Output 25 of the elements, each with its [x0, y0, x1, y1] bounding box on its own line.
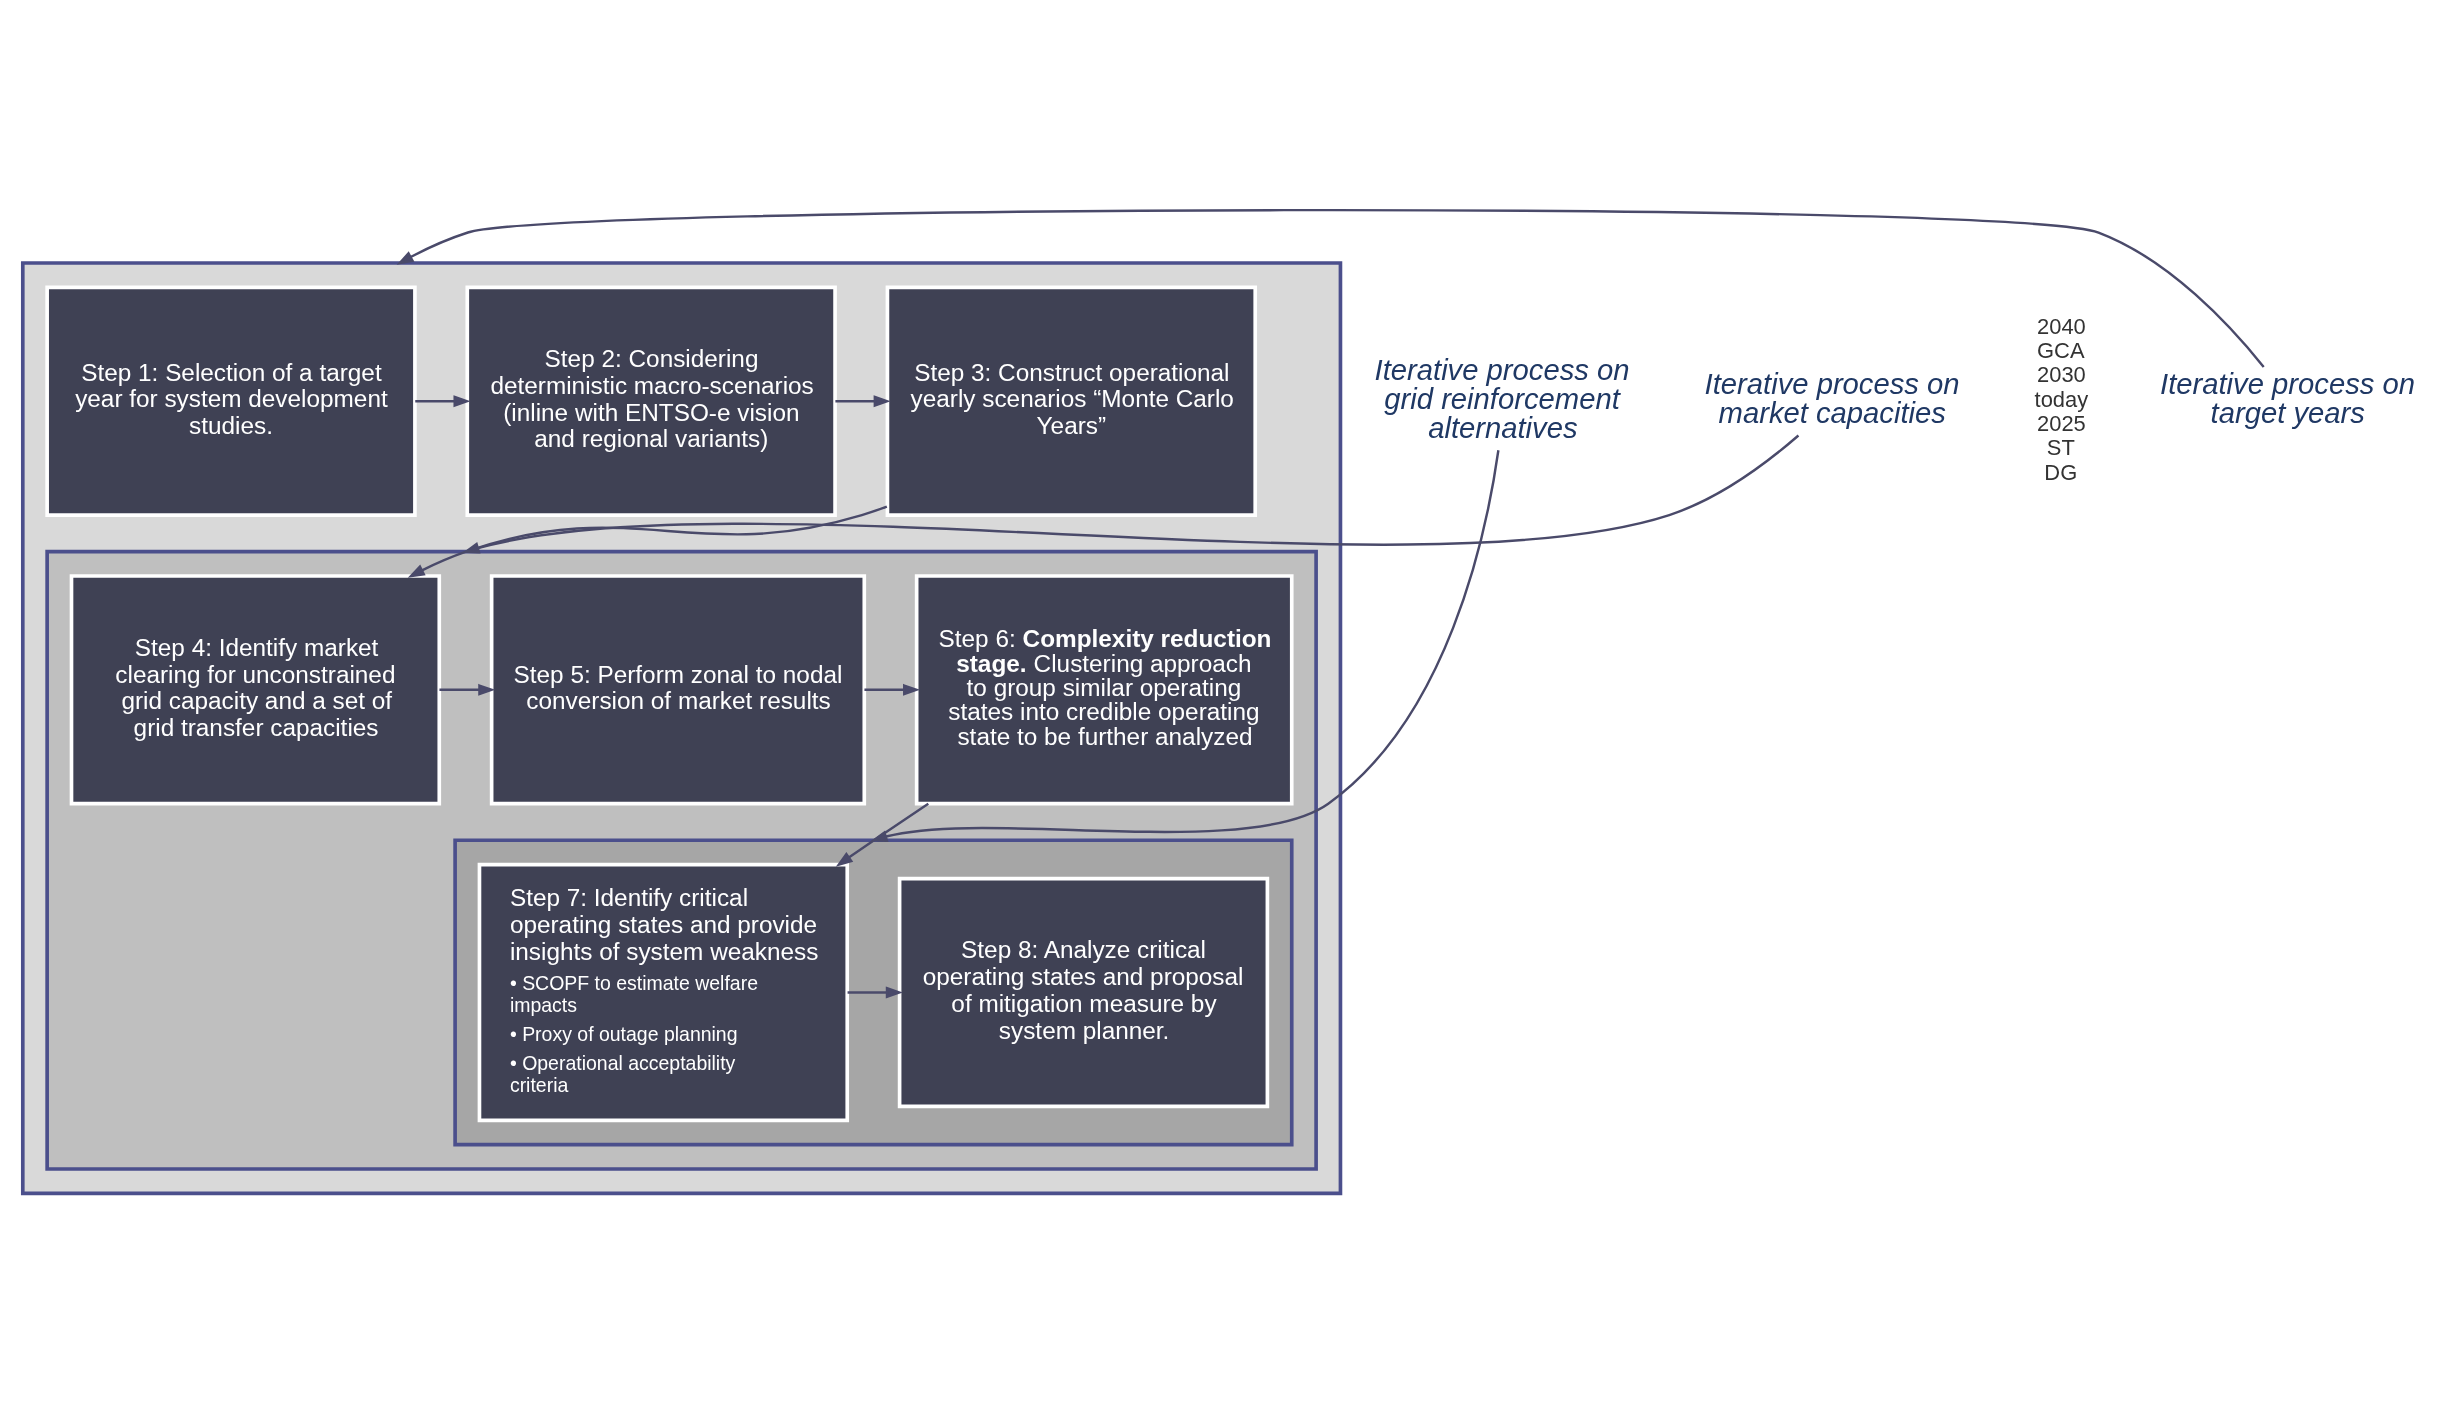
arrow [462, 434, 1800, 554]
arrow [835, 394, 891, 407]
arrow [835, 802, 929, 867]
node-box: Step 6: Complexity reduction stage. Clustering approach to group similar operating states into credible operating state to be further analyzed [914, 573, 1294, 805]
node-box: Step 2: Considering deterministic macro-scenarios (inline with ENTSO-e vision and regional variants) [465, 285, 837, 517]
node-text: Iterative process on grid reinforcement alternatives [1374, 353, 1630, 444]
cluster [20, 260, 1343, 1195]
node-text: Iterative process on target years [2160, 367, 2416, 429]
node-box: Step 7: Identify critical operating states and provide insights of system weakness • SCOPF to estimate welfare impacts • Proxy of outage planning • Operational acceptability criteria [477, 862, 850, 1122]
cluster [45, 549, 1318, 1171]
cluster [453, 837, 1294, 1146]
node-text: Iterative process on market capacities [1704, 367, 1960, 429]
arrow [407, 504, 888, 578]
node-box: Step 3: Construct operational yearly scenarios “Monte Carlo Years” [885, 285, 1258, 517]
node-box: Step 1: Selection of a target year for system development studies. [45, 285, 417, 517]
node-box: Step 5: Perform zonal to nodal conversion of market results [489, 573, 867, 805]
arrow [439, 683, 496, 696]
node-box: Step 8: Analyze critical operating states and proposal of mitigation measure by system planner. [897, 876, 1270, 1108]
node-text: 2040 GCA 2030 today 2025 ST DG [2034, 312, 2089, 485]
arrow [870, 449, 1500, 842]
arrow [864, 683, 921, 696]
arrow [396, 208, 2265, 368]
node-box: Step 4: Identify market clearing for unconstrained grid capacity and a set of grid transfer capacities [69, 573, 442, 805]
arrow [415, 394, 471, 407]
arrow [847, 985, 903, 998]
